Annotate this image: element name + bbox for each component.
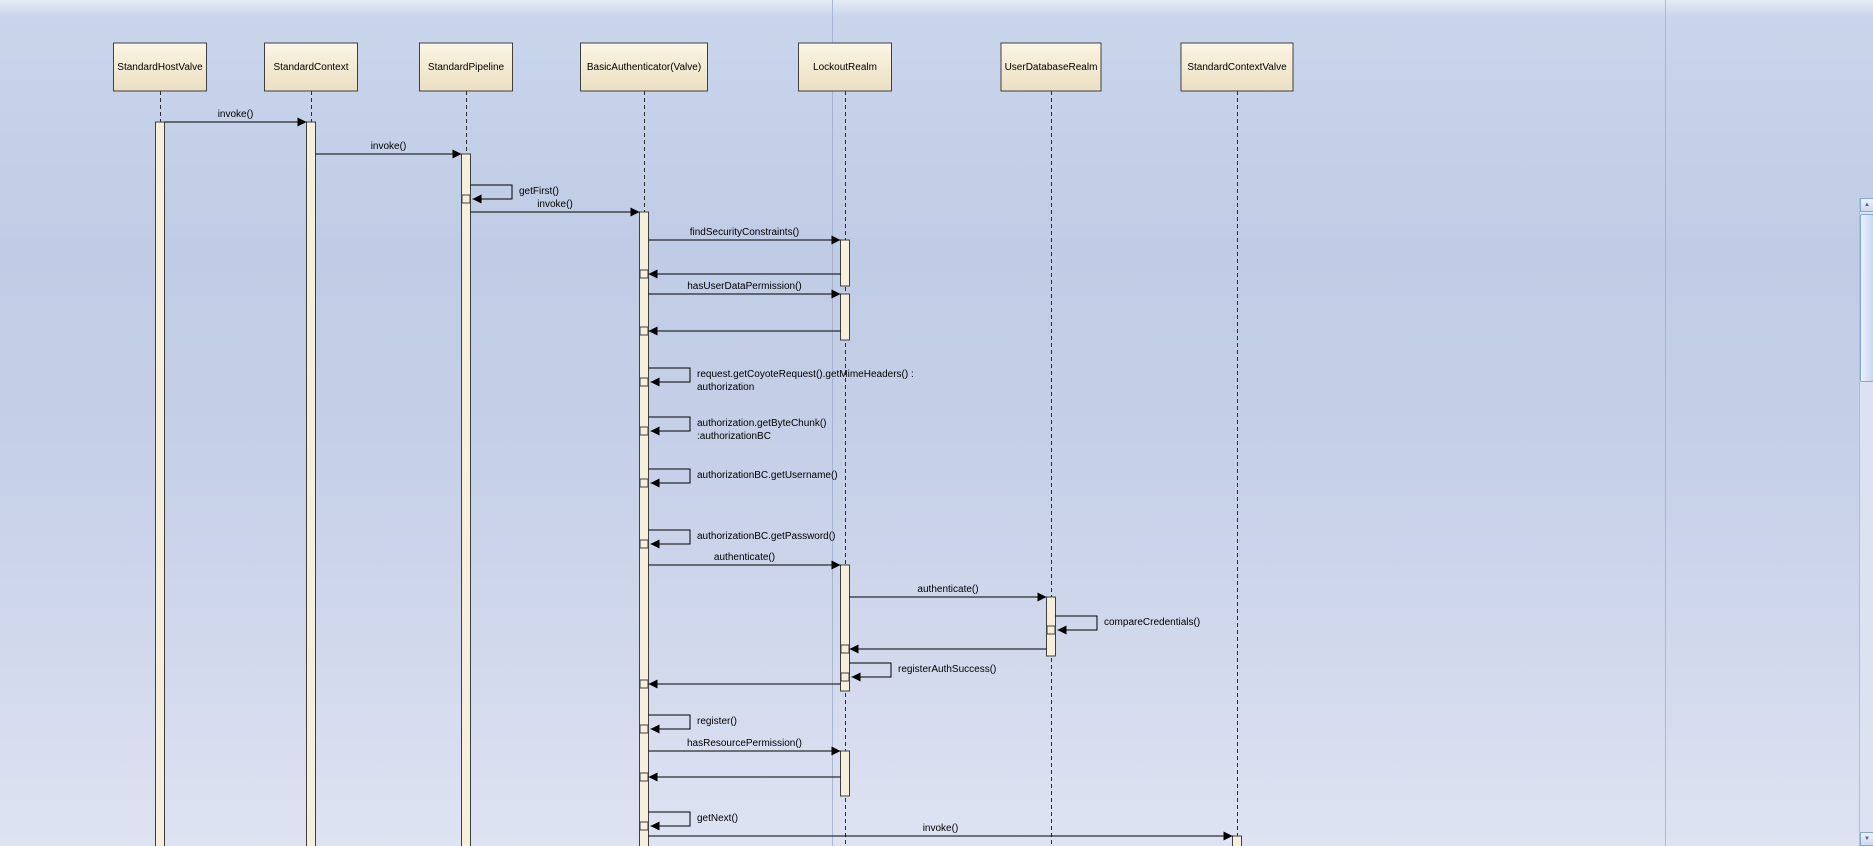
activation-bar-standard-host-valve[interactable]	[155, 121, 165, 846]
arrowhead-icon	[851, 672, 861, 682]
self-message-line[interactable]	[648, 468, 691, 484]
activation-bar-standard-pipeline[interactable]	[461, 153, 471, 846]
self-message-line[interactable]	[849, 662, 892, 678]
arrowhead-icon	[1057, 625, 1067, 635]
arrowhead-icon	[648, 269, 658, 279]
arrowhead-icon	[831, 235, 841, 245]
arrowhead-icon	[650, 426, 660, 436]
lifeline-box-standard-host-valve[interactable]	[113, 42, 207, 92]
message-label: authenticate()	[917, 584, 978, 595]
activation-bar-lockout-realm[interactable]	[840, 750, 850, 797]
arrowhead-icon	[472, 194, 482, 204]
arrowhead-icon	[297, 117, 307, 127]
lifeline-label-user-database-realm: UserDatabaseRealm	[1005, 62, 1098, 73]
message-label: authorizationBC.getPassword()	[697, 531, 835, 542]
return-marker	[840, 672, 850, 682]
activation-bar-basic-authenticator-valve[interactable]	[639, 211, 649, 846]
arrowhead-icon	[831, 746, 841, 756]
lifeline-label-basic-authenticator-valve: BasicAuthenticator(Valve)	[587, 62, 701, 73]
return-marker	[1046, 625, 1056, 635]
self-message-line[interactable]	[648, 416, 691, 432]
self-message-line[interactable]	[648, 529, 691, 545]
lifeline-box-standard-context-valve[interactable]	[1180, 42, 1294, 92]
message-label: findSecurityConstraints()	[690, 227, 799, 238]
arrowhead-icon	[650, 377, 660, 387]
return-marker	[639, 478, 649, 488]
scroll-down-icon[interactable]: ▼	[1860, 832, 1873, 846]
message-label: register()	[697, 716, 737, 727]
message-label: invoke()	[371, 141, 407, 152]
arrowhead-icon	[650, 821, 660, 831]
arrowhead-icon	[650, 478, 660, 488]
self-message-line[interactable]	[648, 714, 691, 730]
lifeline-box-standard-context[interactable]	[264, 42, 358, 92]
self-message-line[interactable]	[470, 184, 513, 200]
return-marker	[840, 644, 850, 654]
lifeline-label-standard-pipeline: StandardPipeline	[428, 62, 505, 73]
lifeline-box-basic-authenticator-valve[interactable]	[580, 42, 708, 92]
message-label: authorization	[697, 382, 754, 393]
arrowhead-icon	[650, 724, 660, 734]
lifeline-box-lockout-realm[interactable]	[798, 42, 892, 92]
vertical-scrollbar[interactable]: ▲ ▼	[1859, 198, 1873, 846]
activation-bar-lockout-realm[interactable]	[840, 564, 850, 692]
activation-bar-standard-context[interactable]	[306, 121, 316, 846]
lifeline-box-standard-pipeline[interactable]	[419, 42, 513, 92]
message-label: invoke()	[218, 109, 254, 120]
arrowhead-icon	[1223, 831, 1233, 841]
lifeline-label-standard-context: StandardContext	[273, 62, 348, 73]
self-message-line[interactable]	[648, 811, 691, 827]
return-marker	[639, 326, 649, 336]
message-label: authorization.getByteChunk()	[697, 418, 827, 429]
arrowhead-icon	[452, 149, 462, 159]
message-label: getNext()	[697, 813, 738, 824]
return-marker	[639, 772, 649, 782]
return-marker	[639, 821, 649, 831]
return-marker	[639, 724, 649, 734]
arrowhead-icon	[650, 539, 660, 549]
scroll-up-icon[interactable]: ▲	[1860, 198, 1873, 212]
arrowhead-icon	[1037, 592, 1047, 602]
arrowhead-icon	[648, 326, 658, 336]
self-message-line[interactable]	[648, 367, 691, 383]
message-label: request.getCoyoteRequest().getMimeHeader…	[697, 369, 914, 380]
return-marker	[639, 269, 649, 279]
return-marker	[639, 426, 649, 436]
lifeline-label-standard-context-valve: StandardContextValve	[1187, 62, 1287, 73]
return-marker	[639, 539, 649, 549]
message-label: hasResourcePermission()	[687, 738, 802, 749]
message-label: invoke()	[537, 199, 573, 210]
activation-bar-standard-context-valve[interactable]	[1232, 835, 1242, 846]
message-label: getFirst()	[519, 186, 559, 197]
arrowhead-icon	[849, 644, 859, 654]
activation-bar-lockout-realm[interactable]	[840, 293, 850, 341]
message-label: registerAuthSuccess()	[898, 664, 996, 675]
lifeline-label-standard-host-valve: StandardHostValve	[117, 62, 203, 73]
return-marker	[461, 194, 471, 204]
arrowhead-icon	[630, 207, 640, 217]
message-label: authorizationBC.getUsername()	[697, 470, 838, 481]
scrollbar-thumb[interactable]	[1860, 214, 1873, 382]
message-label: :authorizationBC	[697, 431, 771, 442]
return-marker	[639, 377, 649, 387]
arrowhead-icon	[648, 679, 658, 689]
lifeline-box-user-database-realm[interactable]	[1000, 42, 1102, 92]
activation-bar-lockout-realm[interactable]	[840, 239, 850, 287]
message-label: hasUserDataPermission()	[687, 281, 801, 292]
self-message-line[interactable]	[1055, 615, 1098, 631]
lifeline-label-lockout-realm: LockoutRealm	[813, 62, 877, 73]
arrowhead-icon	[831, 560, 841, 570]
arrowhead-icon	[648, 772, 658, 782]
message-label: compareCredentials()	[1104, 617, 1200, 628]
arrowhead-icon	[831, 289, 841, 299]
message-label: authenticate()	[714, 552, 775, 563]
message-label: invoke()	[923, 823, 959, 834]
return-marker	[639, 679, 649, 689]
